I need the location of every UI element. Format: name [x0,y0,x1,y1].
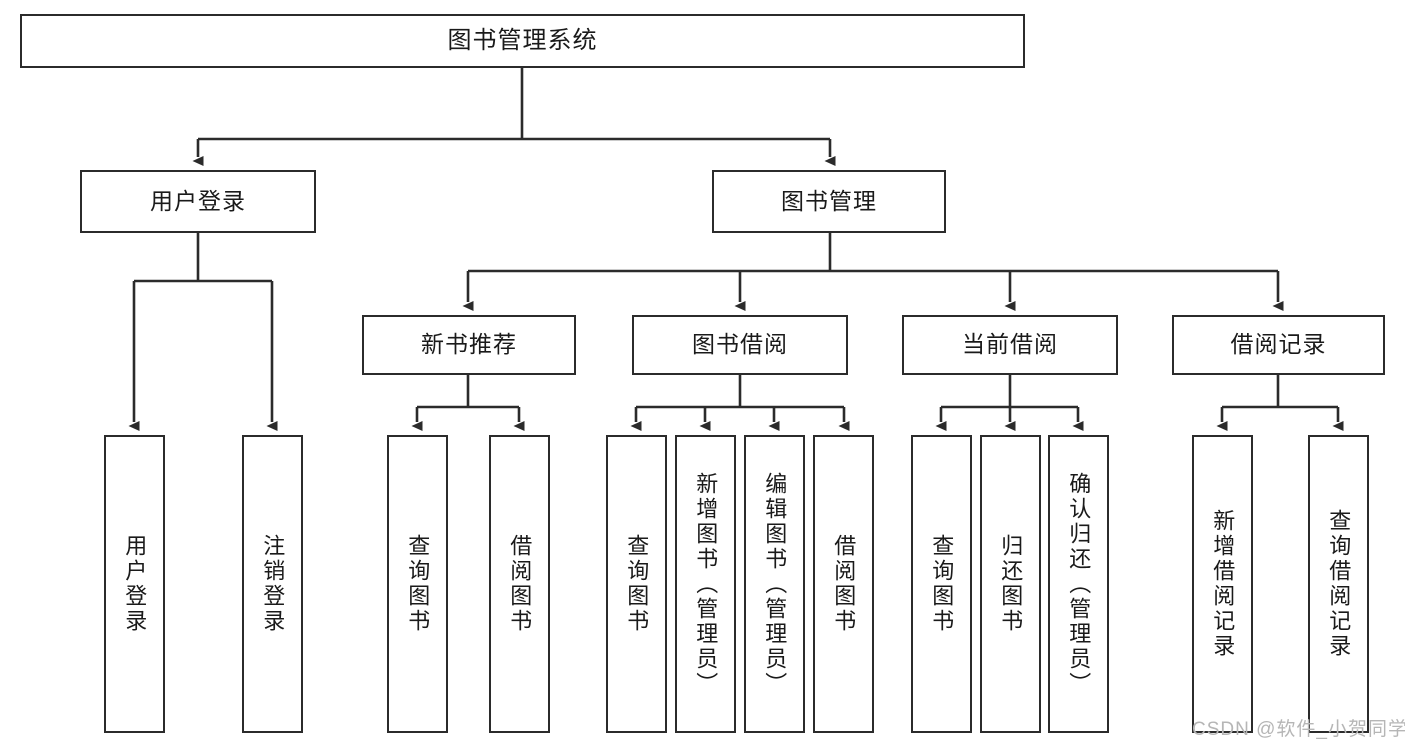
node-label: 图书借阅 [692,331,788,358]
node-label: 归还图书 [998,534,1024,634]
leaf-add-borrow-record[interactable]: 新增借阅记录 [1192,435,1253,733]
leaf-query-book-borrow[interactable]: 查询图书 [606,435,667,733]
node-label: 编辑图书（管理员） [762,471,788,697]
watermark: CSDN @软件_小贺同学 [1192,719,1405,740]
node-current-borrow[interactable]: 当前借阅 [902,315,1118,375]
node-user-login[interactable]: 用户登录 [80,170,316,233]
leaf-query-book-current[interactable]: 查询图书 [911,435,972,733]
node-new-book-recommend[interactable]: 新书推荐 [362,315,576,375]
node-label: 借阅图书 [507,534,533,634]
node-label: 新书推荐 [421,331,517,358]
leaf-query-borrow-record[interactable]: 查询借阅记录 [1308,435,1369,733]
node-label: 确认归还（管理员） [1066,471,1092,697]
node-label: 新增借阅记录 [1210,509,1236,659]
leaf-add-book-admin[interactable]: 新增图书（管理员） [675,435,736,733]
node-label: 查询借阅记录 [1326,509,1352,659]
node-label: 注销登录 [260,534,286,634]
node-book-management[interactable]: 图书管理 [712,170,946,233]
leaf-return-book[interactable]: 归还图书 [980,435,1041,733]
leaf-confirm-return-admin[interactable]: 确认归还（管理员） [1048,435,1109,733]
node-label: 查询图书 [405,534,431,634]
node-label: 用户登录 [150,187,246,214]
node-label: 图书管理 [781,187,877,214]
leaf-edit-book-admin[interactable]: 编辑图书（管理员） [744,435,805,733]
node-label: 新增图书（管理员） [693,471,719,697]
leaf-borrow-book-recommend[interactable]: 借阅图书 [489,435,550,733]
node-book-borrow[interactable]: 图书借阅 [632,315,848,375]
node-borrow-record[interactable]: 借阅记录 [1172,315,1385,375]
node-root-book-management-system[interactable]: 图书管理系统 [20,14,1025,68]
node-label: 用户登录 [122,534,148,634]
node-label: 图书管理系统 [447,26,598,54]
leaf-user-login[interactable]: 用户登录 [104,435,165,733]
leaf-borrow-book-borrow[interactable]: 借阅图书 [813,435,874,733]
node-label: 当前借阅 [962,331,1058,358]
node-label: 借阅图书 [831,534,857,634]
node-label: 查询图书 [624,534,650,634]
leaf-logout-login[interactable]: 注销登录 [242,435,303,733]
node-label: 查询图书 [929,534,955,634]
leaf-query-book-recommend[interactable]: 查询图书 [387,435,448,733]
node-label: 借阅记录 [1230,331,1327,358]
